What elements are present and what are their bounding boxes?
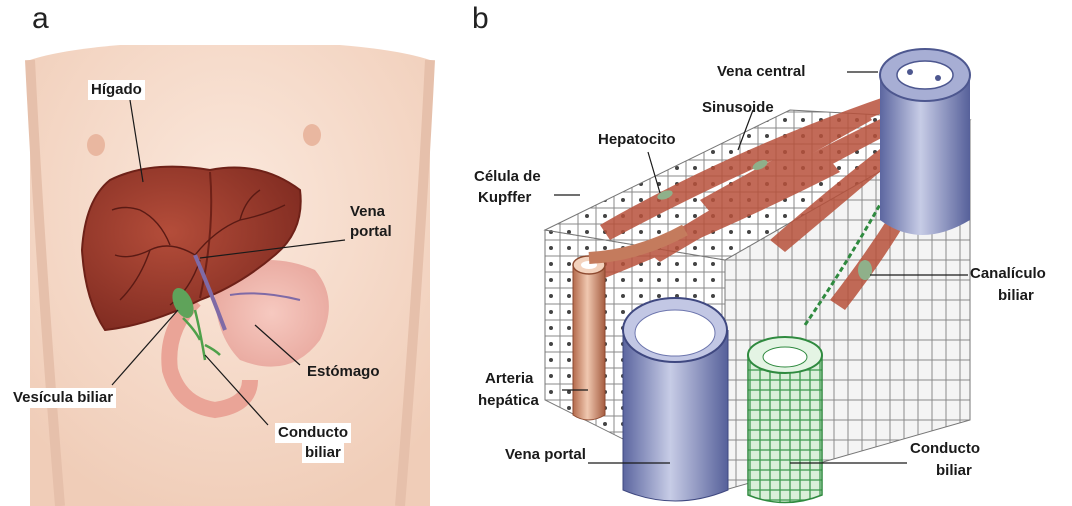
bile-duct-b: [748, 337, 822, 503]
label-higado: Hígado: [88, 80, 145, 100]
label-arteria-hepatica-1: Arteria: [485, 370, 533, 388]
label-celula-de-kupffer-2: Kupffer: [478, 189, 531, 207]
label-canaliculo-biliar-1: Canalículo: [970, 265, 1046, 283]
nipple-left: [87, 134, 105, 156]
central-vein: [880, 49, 970, 235]
label-conducto-biliar-a-2: biliar: [302, 443, 344, 463]
label-hepatocito: Hepatocito: [598, 131, 676, 149]
label-vena-central: Vena central: [717, 63, 805, 81]
label-sinusoide: Sinusoide: [702, 99, 774, 117]
label-conducto-biliar-b-1: Conducto: [910, 440, 980, 458]
label-vesicula-biliar: Vesícula biliar: [10, 388, 116, 408]
label-vena-portal-a-1: Vena: [350, 203, 385, 221]
label-arteria-hepatica-2: hepática: [478, 392, 539, 410]
portal-vein-b: [623, 298, 728, 501]
panel-b: b: [470, 0, 1072, 506]
label-vena-portal-b: Vena portal: [505, 446, 586, 464]
panel-a: a: [0, 0, 470, 506]
label-conducto-biliar-a-1: Conducto: [275, 423, 351, 443]
liver-anatomy-illustration: [0, 0, 470, 506]
label-conducto-biliar-b-2: biliar: [936, 462, 972, 480]
label-estomago: Estómago: [307, 363, 380, 381]
label-canaliculo-biliar-2: biliar: [998, 287, 1034, 305]
nipple-right: [303, 124, 321, 146]
label-celula-de-kupffer-1: Célula de: [474, 168, 541, 186]
label-vena-portal-a-2: portal: [350, 223, 392, 241]
